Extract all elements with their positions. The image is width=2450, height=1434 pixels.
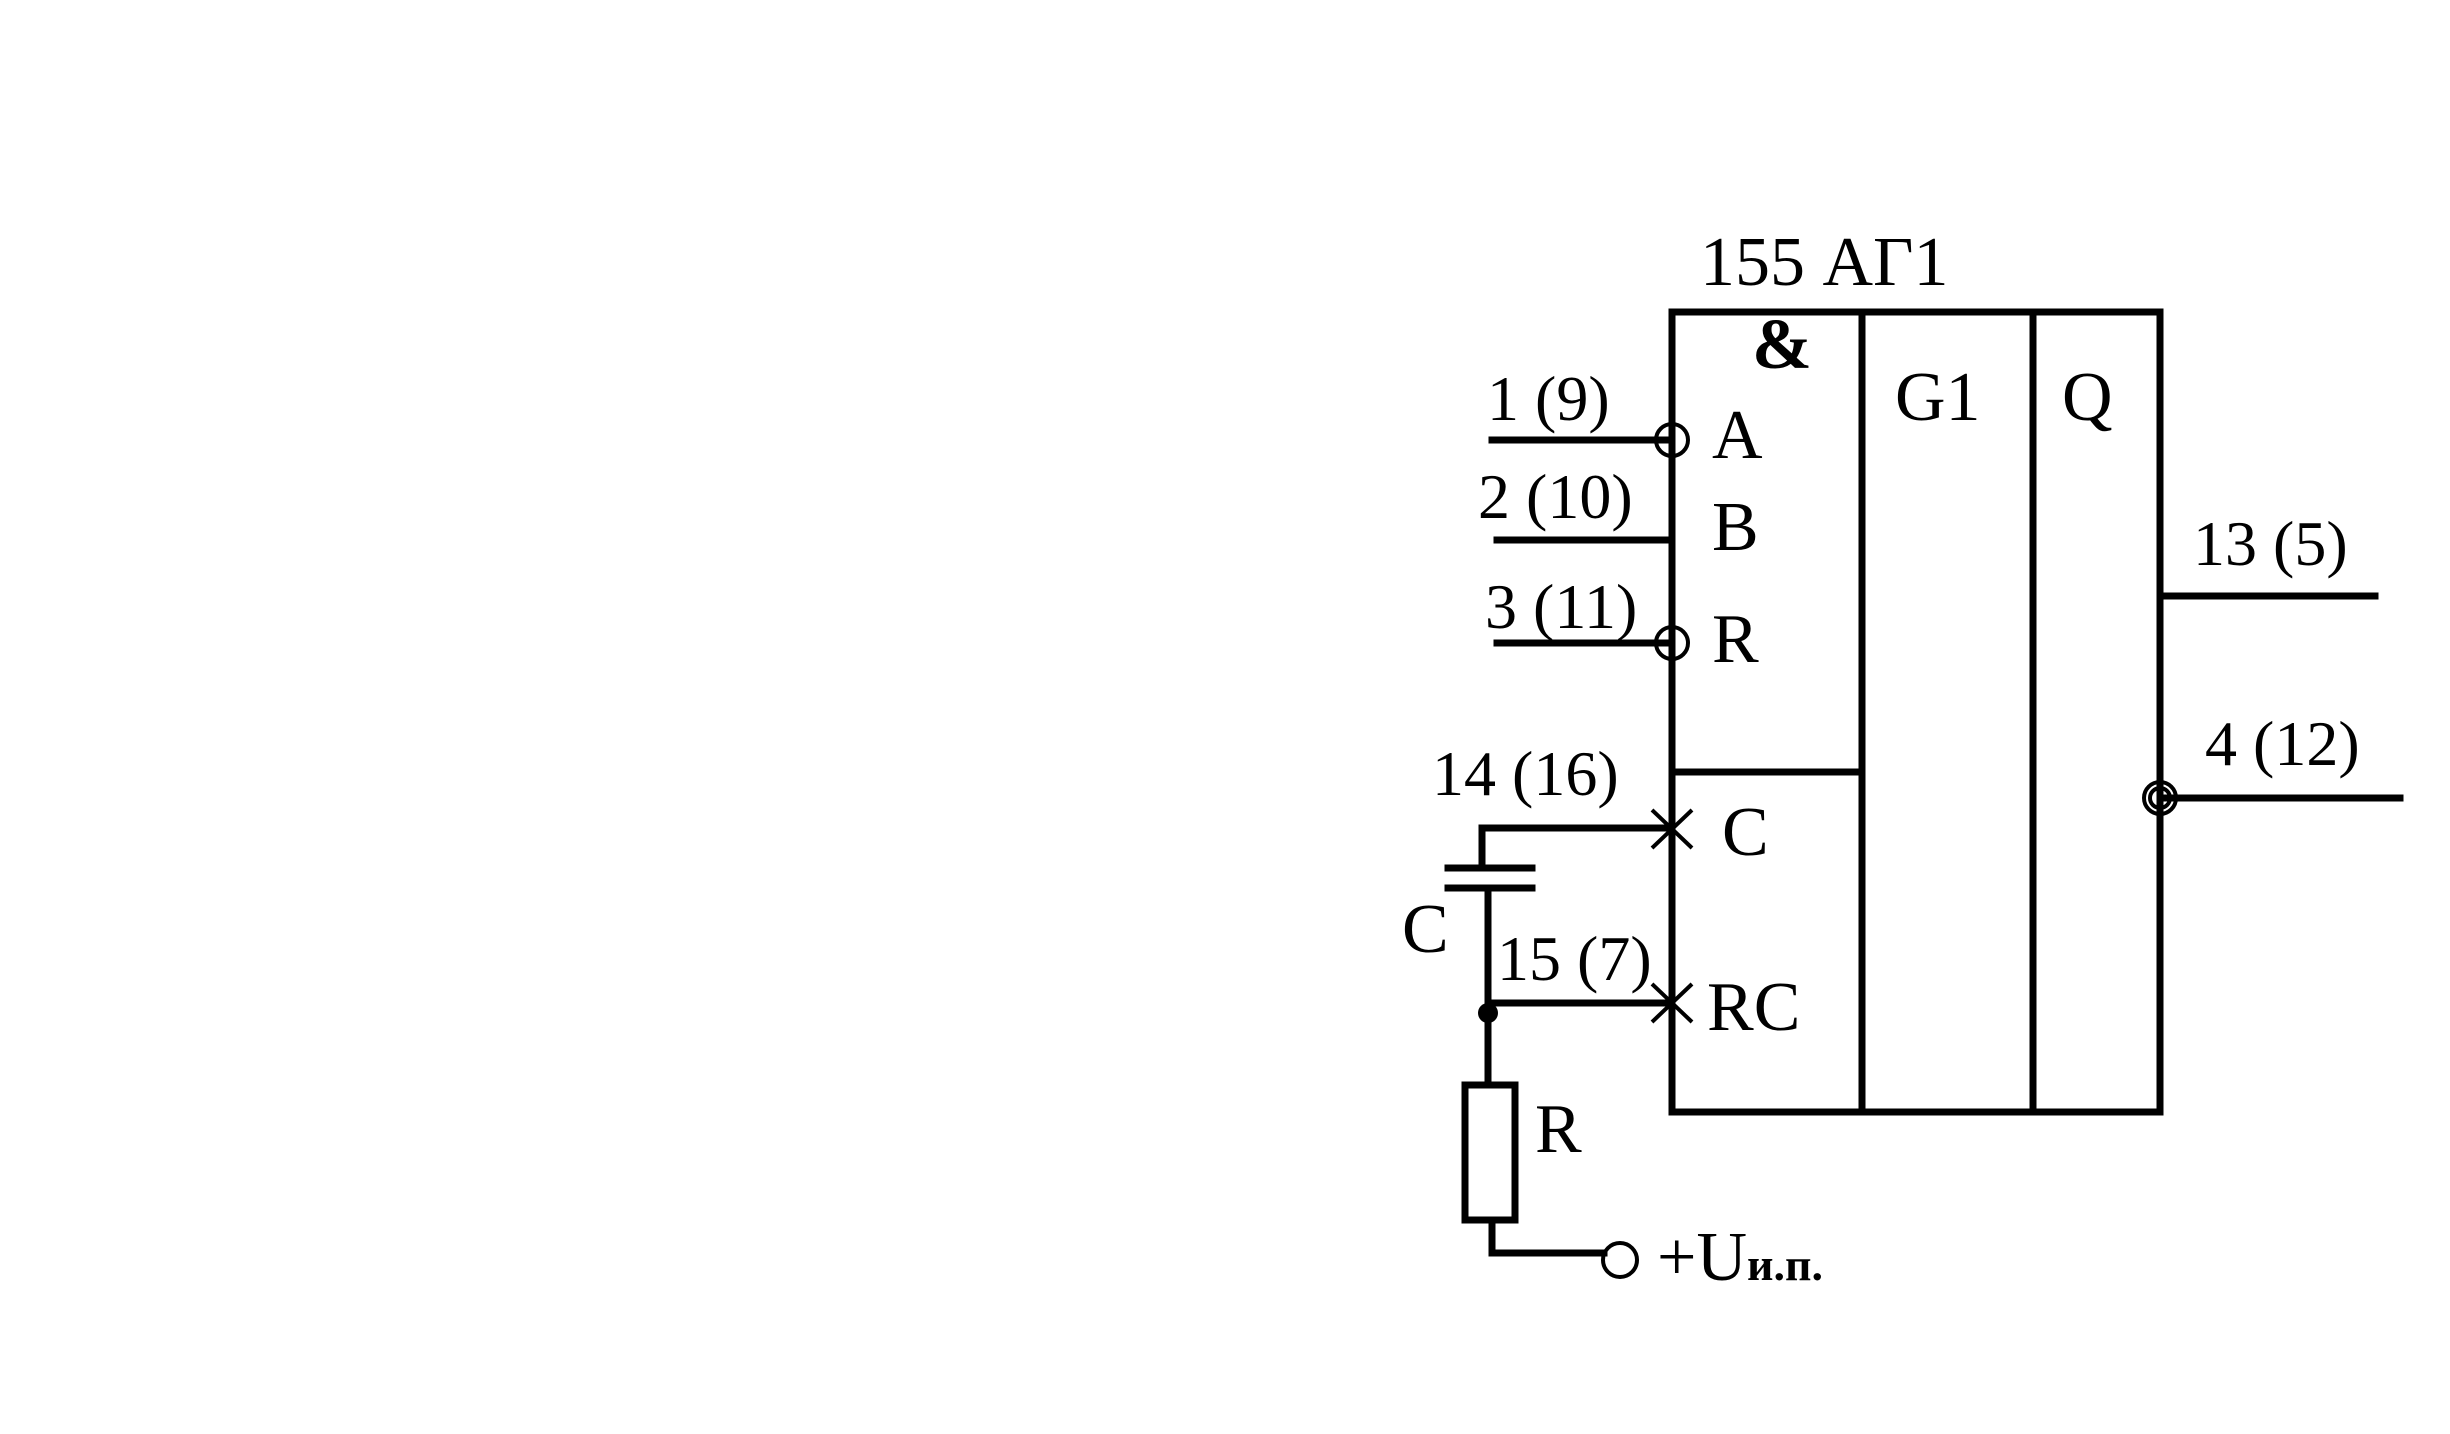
input-label-r: R (1712, 601, 1759, 678)
chip-body (1668, 308, 2164, 1116)
input-label-b: B (1712, 489, 1759, 566)
pin-label-c: 14 (16) (1432, 738, 1619, 809)
pin-label-rc: 15 (7) (1497, 923, 1652, 994)
timing-label-rc: RC (1707, 969, 1800, 1046)
pin-label-b: 2 (10) (1478, 461, 1633, 532)
inversion-circle-icon (2142, 780, 2178, 816)
supply-label-main: +U (1657, 1219, 1747, 1296)
input-r: 3 (11) R (1485, 571, 1759, 678)
input-a: 1 (9) A (1487, 363, 1763, 474)
resistor: R (1461, 999, 1608, 1257)
pin-label-out-q: 13 (5) (2193, 508, 2348, 579)
input-label-a: A (1712, 397, 1763, 474)
input-b: 2 (10) B (1478, 461, 1759, 566)
resistor-label: R (1535, 1091, 1582, 1168)
chip-title: 155 АГ1 (1700, 224, 1949, 301)
capacitor-label: C (1402, 891, 1449, 968)
q-block-label: Q (2062, 359, 2113, 436)
capacitor: C (1402, 824, 1536, 1007)
pin-label-a: 1 (9) (1487, 363, 1610, 434)
output-q-inverted: 4 (12) (2142, 708, 2404, 816)
inversion-circle-icon (1654, 422, 1690, 458)
and-symbol: & (1752, 304, 1812, 384)
inversion-circle-icon (1654, 625, 1690, 661)
timing-pin-rc: 15 (7) RC (1484, 923, 1800, 1046)
timing-pin-c: 14 (16) C (1432, 738, 1769, 871)
supply-label-sub: и.п. (1747, 1239, 1823, 1290)
output-q: 13 (5) (2156, 508, 2379, 600)
pin-label-out-q-inv: 4 (12) (2205, 708, 2360, 779)
terminal-circle-icon (1601, 1241, 1639, 1279)
supply-terminal: +Uи.п. (1601, 1219, 1823, 1296)
supply-label: +Uи.п. (1657, 1219, 1823, 1296)
g1-block-label: G1 (1895, 359, 1981, 436)
timing-label-c: C (1722, 794, 1769, 871)
pin-label-r: 3 (11) (1485, 571, 1637, 642)
